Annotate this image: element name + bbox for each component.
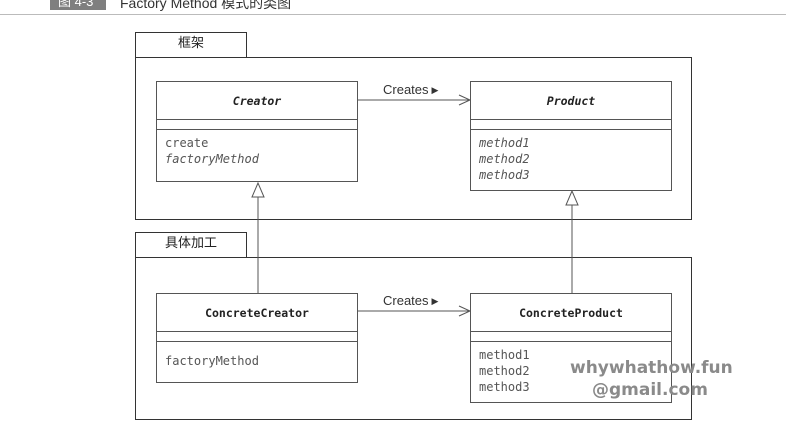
operation: method3 (479, 168, 530, 182)
class-concrete-product: ConcreteProduct method1 method2 method3 (470, 293, 672, 403)
creates-label-bottom: Creates▶ (383, 293, 439, 308)
package-concrete-tab: 具体加工 (135, 232, 247, 258)
figure-title: Factory Method 模式的类图 (120, 0, 292, 11)
class-operations: method1 method2 method3 (471, 130, 671, 183)
class-operations: factoryMethod (157, 342, 357, 369)
class-fields (471, 120, 671, 130)
class-creator: Creator create factoryMethod (156, 81, 358, 182)
operation: method3 (479, 380, 530, 394)
class-concrete-creator: ConcreteCreator factoryMethod (156, 293, 358, 383)
triangle-right-icon: ▶ (431, 85, 439, 95)
class-fields (157, 332, 357, 342)
operation: factoryMethod (165, 354, 259, 368)
figure-number: 图 4-3 (50, 0, 106, 10)
creates-label-top: Creates▶ (383, 82, 439, 97)
operation: create (165, 136, 209, 150)
class-operations: create factoryMethod (157, 130, 357, 167)
class-name: Product (471, 82, 671, 120)
package-framework-tab: 框架 (135, 32, 247, 58)
operation: factoryMethod (165, 152, 259, 166)
class-name: ConcreteProduct (471, 294, 671, 332)
watermark-line-2: @gmail.com (592, 380, 708, 400)
figure-header: 图 4-3 Factory Method 模式的类图 (0, 0, 786, 15)
class-fields (157, 120, 357, 130)
operation: method2 (479, 152, 530, 166)
operation: method1 (479, 348, 530, 362)
class-fields (471, 332, 671, 342)
triangle-right-icon: ▶ (431, 296, 439, 306)
class-product: Product method1 method2 method3 (470, 81, 672, 191)
operation: method2 (479, 364, 530, 378)
operation: method1 (479, 136, 530, 150)
class-operations: method1 method2 method3 (471, 342, 671, 395)
class-name: Creator (157, 82, 357, 120)
class-name: ConcreteCreator (157, 294, 357, 332)
watermark-line-1: whywhathow.fun (570, 358, 733, 378)
